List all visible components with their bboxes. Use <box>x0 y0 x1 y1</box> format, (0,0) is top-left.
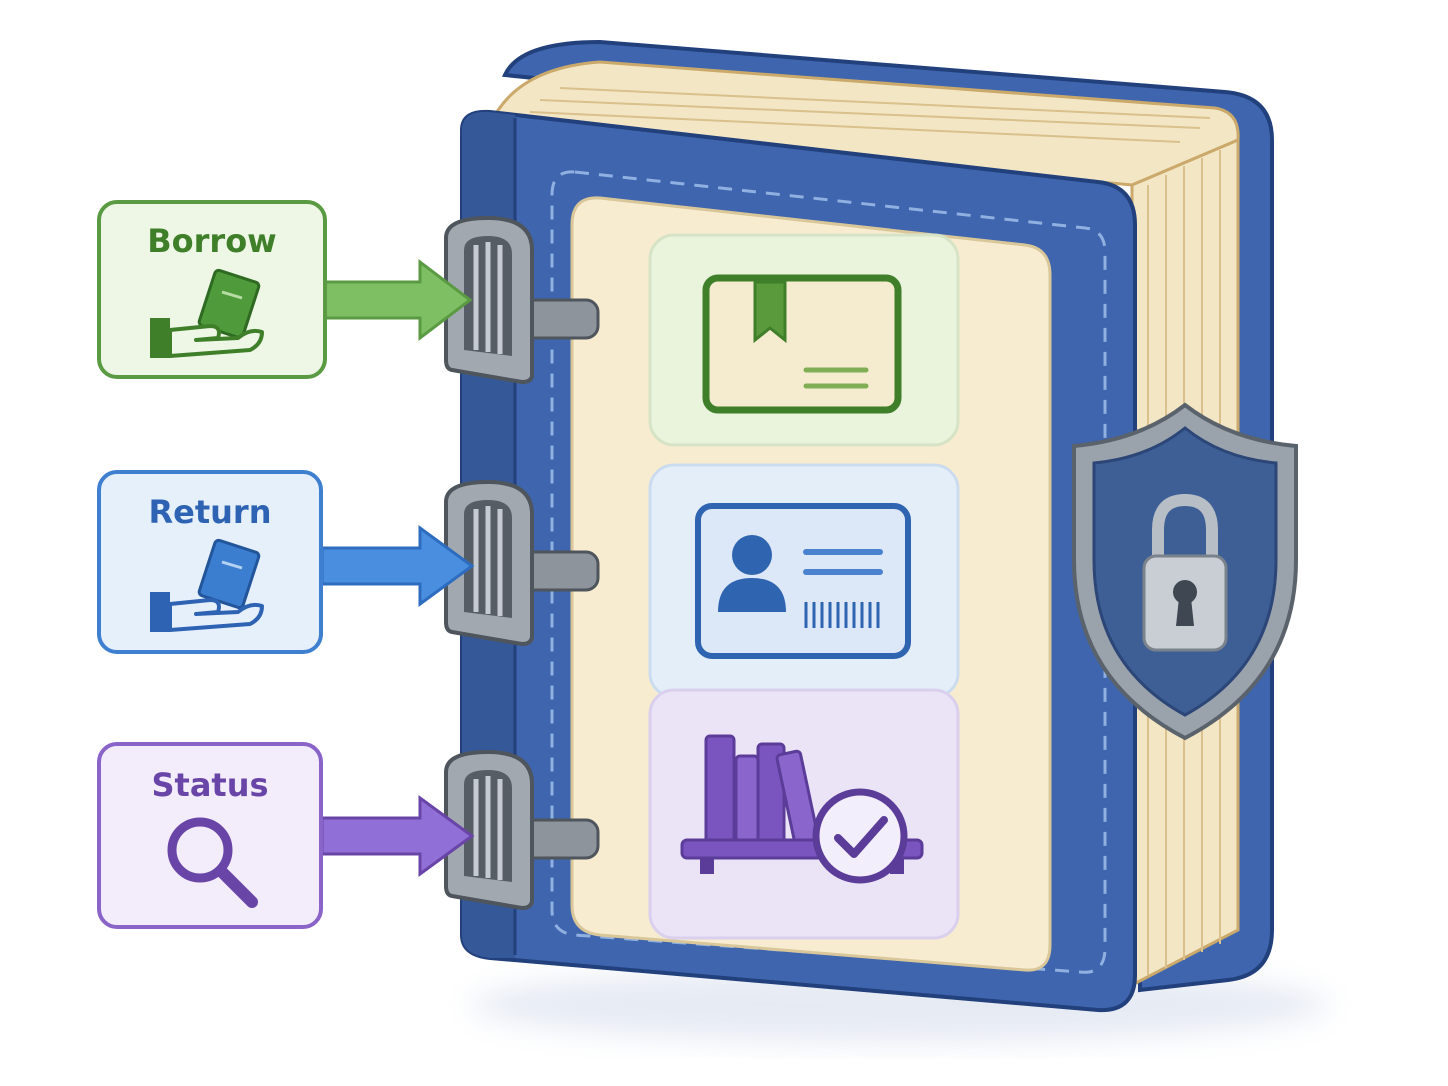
return-arrow <box>320 525 475 607</box>
operation-borrow[interactable]: Borrow <box>97 200 473 379</box>
borrow-label: Borrow <box>147 222 276 260</box>
panel-member-id <box>648 463 960 699</box>
book-card-icon <box>702 274 902 414</box>
binder-ring-top <box>444 215 600 385</box>
hand-returning-book-icon <box>150 538 264 632</box>
borrow-arrow <box>323 258 473 342</box>
binder-ring-middle <box>444 479 600 647</box>
panel-book-card <box>648 233 960 447</box>
padlock-icon <box>1142 493 1228 652</box>
operation-status[interactable]: Status <box>97 742 475 929</box>
security-shield <box>1072 402 1298 741</box>
return-label: Return <box>149 493 272 531</box>
member-id-card-icon <box>695 503 911 659</box>
bookshelf-check-icon <box>680 734 924 884</box>
magnifier-icon <box>167 817 258 908</box>
hand-giving-book-icon <box>150 268 264 358</box>
panel-bookshelf-status <box>648 688 960 940</box>
status-arrow <box>320 795 475 877</box>
operation-return[interactable]: Return <box>97 470 475 654</box>
binder-ring-bottom <box>444 749 600 911</box>
status-label: Status <box>151 766 268 804</box>
page-lines-top <box>529 87 1211 143</box>
cover-stitching <box>550 170 1107 974</box>
barcode <box>804 602 880 628</box>
